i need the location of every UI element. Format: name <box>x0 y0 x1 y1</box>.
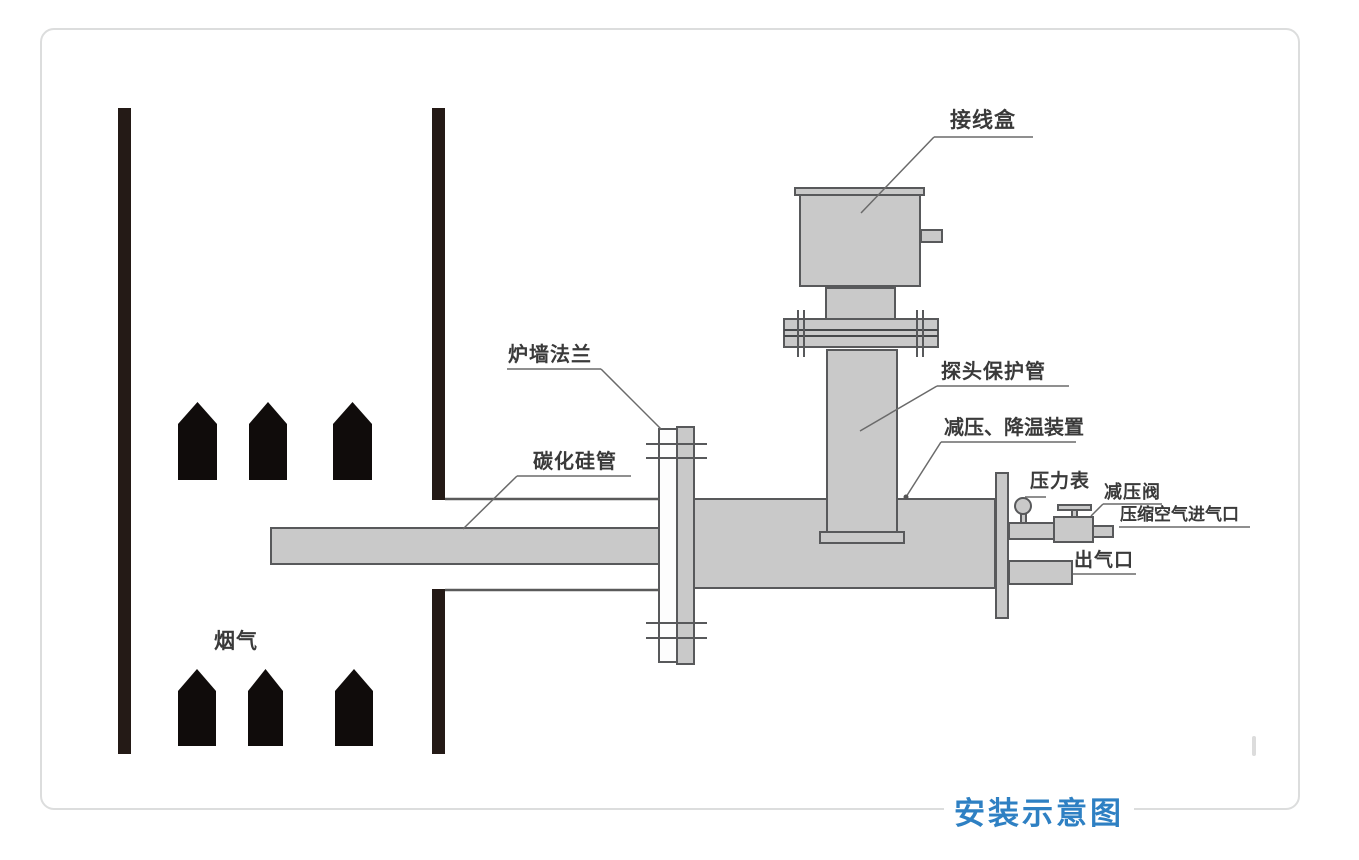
wall-flange-plate-outer <box>658 428 678 663</box>
furnace-wall-right-lower <box>432 589 445 754</box>
valve-label: 减压阀 <box>1104 482 1161 502</box>
end-plate <box>995 472 1009 619</box>
pressure-gauge-dial <box>1014 497 1032 515</box>
probe-tube-label: 探头保护管 <box>941 361 1046 383</box>
carbide-tube-label: 碳化硅管 <box>533 451 617 473</box>
furnace-wall-left <box>118 108 131 754</box>
inlet-stub-pipe <box>1092 525 1114 538</box>
top-flange <box>783 318 939 348</box>
silicon-carbide-tube <box>270 527 662 565</box>
wall-flange-label: 炉墙法兰 <box>508 344 592 366</box>
furnace-wall-right-upper <box>432 108 445 500</box>
diagram-title: 安装示意图 <box>944 788 1134 833</box>
diagram-frame <box>40 28 1300 810</box>
inlet-pipe <box>1008 522 1055 540</box>
junction-box-label: 接线盒 <box>950 109 1016 132</box>
outlet-label: 出气口 <box>1074 550 1135 571</box>
probe-tube-collar <box>819 531 905 544</box>
probe-protection-tube <box>826 349 898 539</box>
gauge-label: 压力表 <box>1030 471 1091 492</box>
junction-box-cable-nub <box>920 229 943 243</box>
scan-artifact-mark <box>1252 736 1256 756</box>
flue-gas-label: 烟气 <box>214 630 258 653</box>
junction-box-neck <box>825 287 896 320</box>
outlet-pipe <box>1008 560 1073 585</box>
junction-box <box>799 194 921 287</box>
pressure-reducing-valve-body <box>1053 516 1094 543</box>
inlet-label: 压缩空气进气口 <box>1120 505 1239 524</box>
device-label: 减压、降温装置 <box>944 417 1084 439</box>
